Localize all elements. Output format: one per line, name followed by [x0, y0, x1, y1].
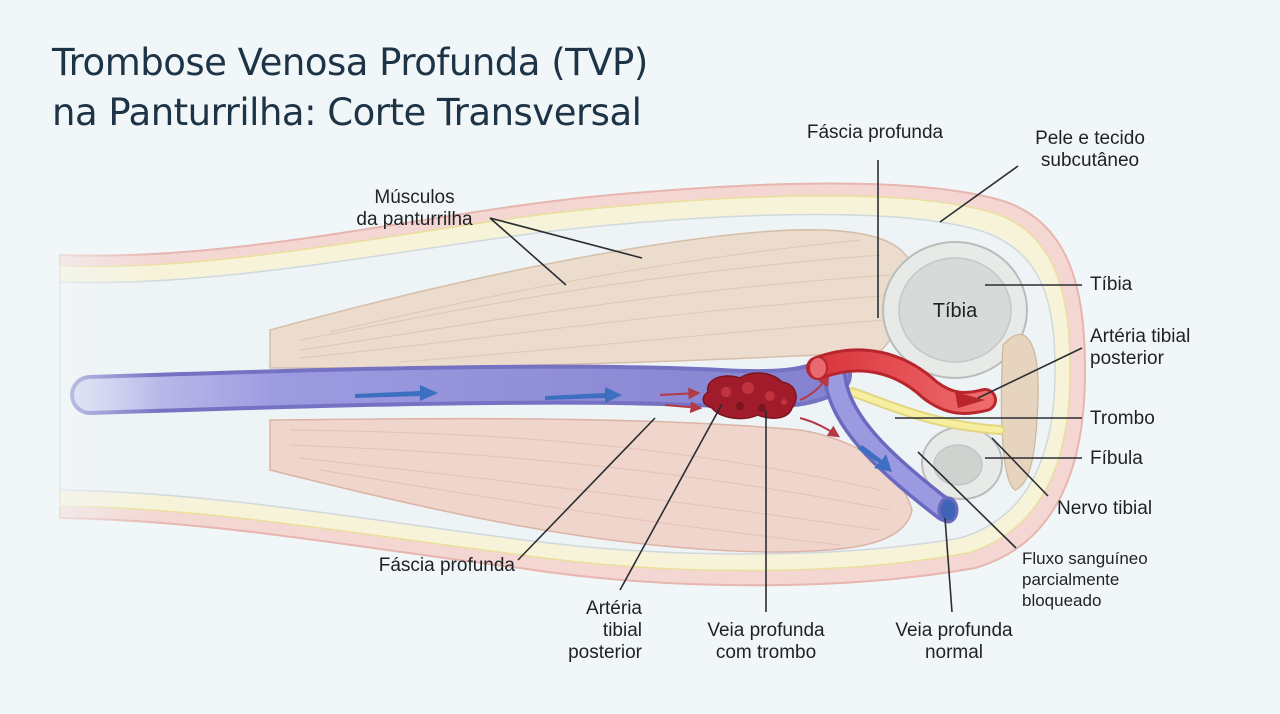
label-tibia: Tíbia [1090, 274, 1133, 295]
fibula-bone [921, 426, 1003, 500]
title-line-2: na Panturrilha: Corte Transversal [52, 91, 642, 134]
label-tibia-inner: Tíbia [932, 300, 978, 322]
label-fibula: Fíbula [1090, 448, 1143, 469]
tibia-bone [882, 241, 1028, 379]
page-title: Trombose Venosa Profunda (TVP) na Pantur… [52, 38, 648, 138]
upper-muscle-fibers [299, 239, 896, 363]
blood-flow-arrows [355, 385, 892, 472]
label-deep-fascia-top: Fáscia profunda [806, 122, 944, 143]
label-tibial-nerve: Nervo tibial [1057, 498, 1153, 519]
vein-lumen [937, 496, 959, 524]
thrombus [702, 372, 797, 420]
partial-flow-arrows [659, 373, 840, 438]
title-line-1: Trombose Venosa Profunda (TVP) [52, 41, 648, 84]
label-thrombus: Trombo [1090, 408, 1155, 429]
label-deep-fascia-bottom: Fáscia profunda [378, 555, 515, 576]
leader-lines [489, 160, 1083, 613]
artery-flow-arrow [955, 392, 985, 408]
